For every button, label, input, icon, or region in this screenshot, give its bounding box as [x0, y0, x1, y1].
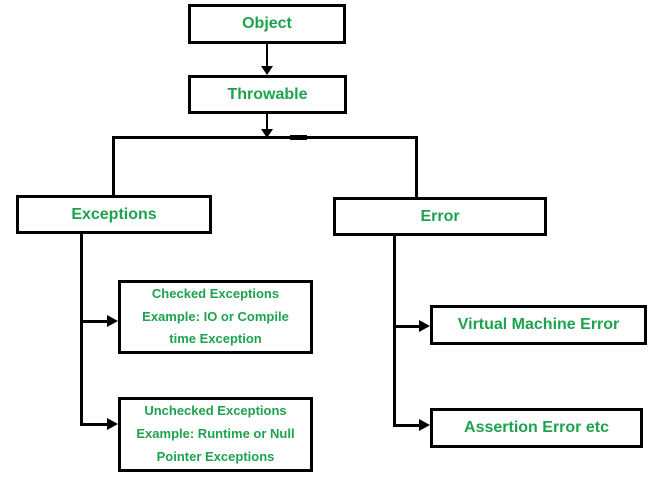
branch-horizontal-line	[112, 136, 418, 139]
exceptions-trunk-line	[80, 232, 83, 426]
connector-object-throwable	[266, 43, 268, 67]
node-label: Throwable	[227, 85, 308, 103]
node-checked-exceptions: Checked Exceptions Example: IO or Compil…	[118, 280, 313, 354]
arrowhead-down-icon	[261, 66, 273, 75]
node-error: Error	[333, 197, 547, 236]
connector-throwable-branch	[266, 113, 268, 130]
node-label-line: Checked Exceptions	[151, 285, 280, 301]
node-label-line: Unchecked Exceptions	[144, 403, 287, 419]
arrowhead-down-icon	[261, 129, 273, 138]
branch-right-vertical-line	[415, 136, 418, 197]
node-label-line: Example: IO or Compile	[142, 308, 289, 324]
connector-assertion-line	[393, 424, 421, 427]
connector-unchecked-line	[80, 423, 108, 426]
node-label: Exceptions	[71, 205, 157, 223]
arrowhead-right-icon	[107, 418, 118, 430]
arrowhead-right-icon	[419, 320, 430, 332]
branch-line-thick-segment	[290, 135, 307, 140]
node-label: Object	[242, 15, 292, 33]
error-trunk-line	[393, 234, 396, 427]
node-label: Assertion Error etc	[464, 419, 609, 437]
node-assertion-error: Assertion Error etc	[430, 408, 643, 448]
node-label-line: Example: Runtime or Null	[136, 426, 295, 442]
node-unchecked-exceptions: Unchecked Exceptions Example: Runtime or…	[118, 397, 313, 472]
connector-vm-error-line	[393, 325, 421, 328]
connector-checked-line	[80, 320, 108, 323]
node-virtual-machine-error: Virtual Machine Error	[430, 305, 647, 345]
node-exceptions: Exceptions	[16, 195, 212, 234]
node-label-line: Pointer Exceptions	[156, 448, 275, 464]
node-label: Virtual Machine Error	[457, 316, 620, 334]
node-object: Object	[188, 4, 346, 44]
arrowhead-right-icon	[419, 419, 430, 431]
branch-left-vertical-line	[112, 136, 115, 195]
node-throwable: Throwable	[188, 75, 347, 114]
node-label: Error	[420, 207, 460, 225]
node-label-line: time Exception	[169, 331, 262, 347]
arrowhead-right-icon	[107, 315, 118, 327]
